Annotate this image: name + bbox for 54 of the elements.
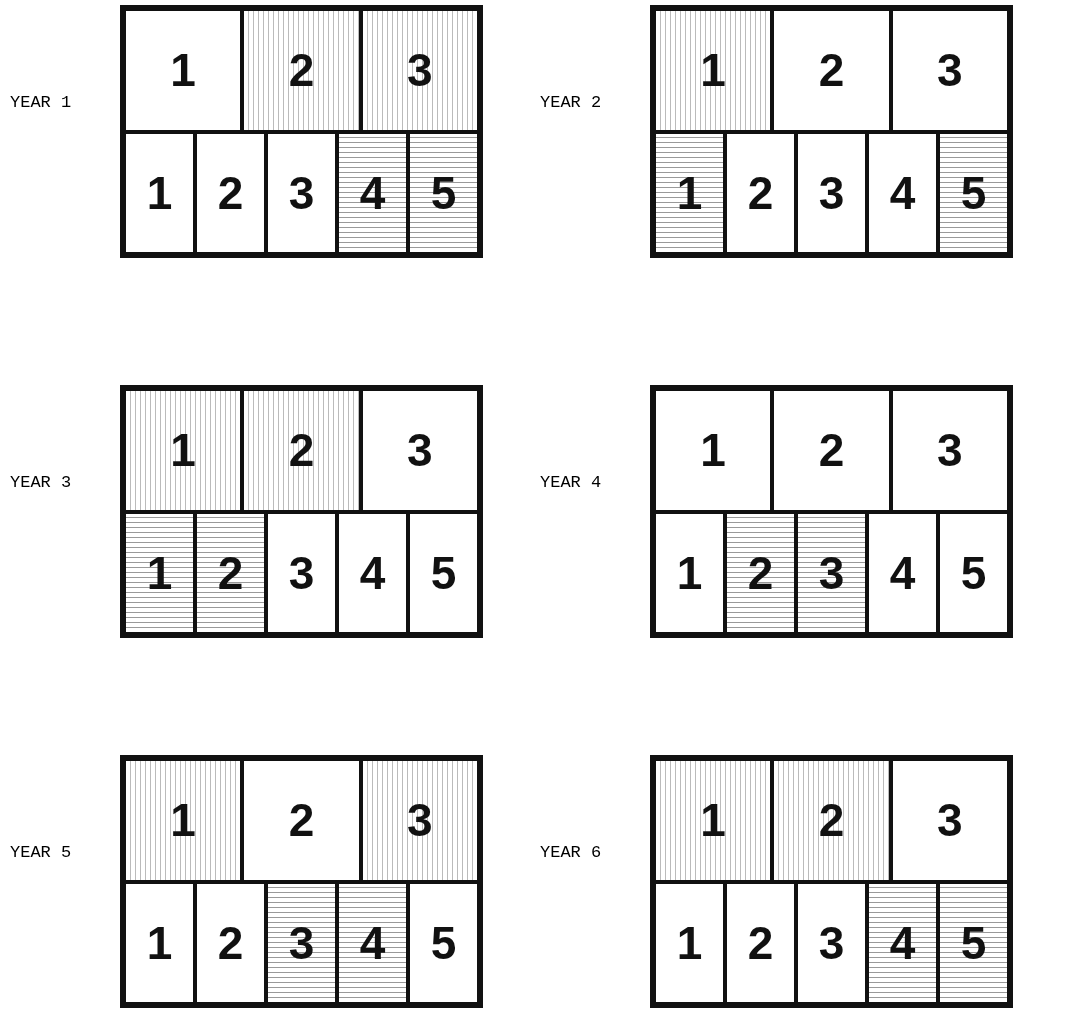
field-plot: 3 (360, 9, 479, 132)
field-plot: 5 (938, 511, 1009, 634)
field-plot: 4 (337, 131, 408, 254)
field-plot: 1 (654, 389, 773, 512)
field-plot: 3 (890, 389, 1009, 512)
field-plot: 4 (337, 511, 408, 634)
field-plot: 3 (266, 131, 337, 254)
year-label: YEAR 5 (10, 843, 72, 862)
year-label: YEAR 2 (540, 93, 602, 112)
field-plot: 3 (266, 881, 337, 1004)
field-plot: 4 (337, 881, 408, 1004)
field-plot: 1 (124, 131, 195, 254)
field-plot: 2 (242, 759, 361, 882)
year-label: YEAR 1 (10, 93, 72, 112)
field-plot: 2 (242, 9, 361, 132)
field-plot: 1 (124, 389, 243, 512)
field-plot: 5 (408, 131, 479, 254)
field-plot: 2 (772, 9, 891, 132)
field-plot: 3 (796, 131, 867, 254)
field-plot: 3 (360, 389, 479, 512)
field-plot: 1 (124, 511, 195, 634)
field-plot: 1 (654, 511, 725, 634)
field-plot: 3 (796, 511, 867, 634)
field-plot: 3 (360, 759, 479, 882)
field-plot: 5 (938, 881, 1009, 1004)
field-plot: 1 (654, 131, 725, 254)
field-plot: 1 (124, 881, 195, 1004)
field-plot: 2 (772, 759, 891, 882)
field-plot: 2 (195, 131, 266, 254)
field-plot: 1 (654, 759, 773, 882)
field-plot: 1 (124, 9, 243, 132)
field-plot: 5 (938, 131, 1009, 254)
year-label: YEAR 3 (10, 473, 72, 492)
field-plot: 2 (725, 131, 796, 254)
field-plot: 2 (195, 881, 266, 1004)
field-plot: 3 (890, 9, 1009, 132)
field-plot: 4 (867, 131, 938, 254)
field-plot: 2 (195, 511, 266, 634)
year-label: YEAR 6 (540, 843, 602, 862)
field-plot: 1 (654, 881, 725, 1004)
field-plot: 1 (124, 759, 243, 882)
field-plot: 2 (242, 389, 361, 512)
field-plot: 2 (772, 389, 891, 512)
field-plot: 4 (867, 881, 938, 1004)
field-plot: 3 (890, 759, 1009, 882)
field-plot: 3 (796, 881, 867, 1004)
field-plot: 5 (408, 511, 479, 634)
field-plot: 5 (408, 881, 479, 1004)
field-plot: 4 (867, 511, 938, 634)
field-plot: 2 (725, 511, 796, 634)
year-label: YEAR 4 (540, 473, 602, 492)
field-plot: 1 (654, 9, 773, 132)
field-plot: 2 (725, 881, 796, 1004)
field-plot: 3 (266, 511, 337, 634)
